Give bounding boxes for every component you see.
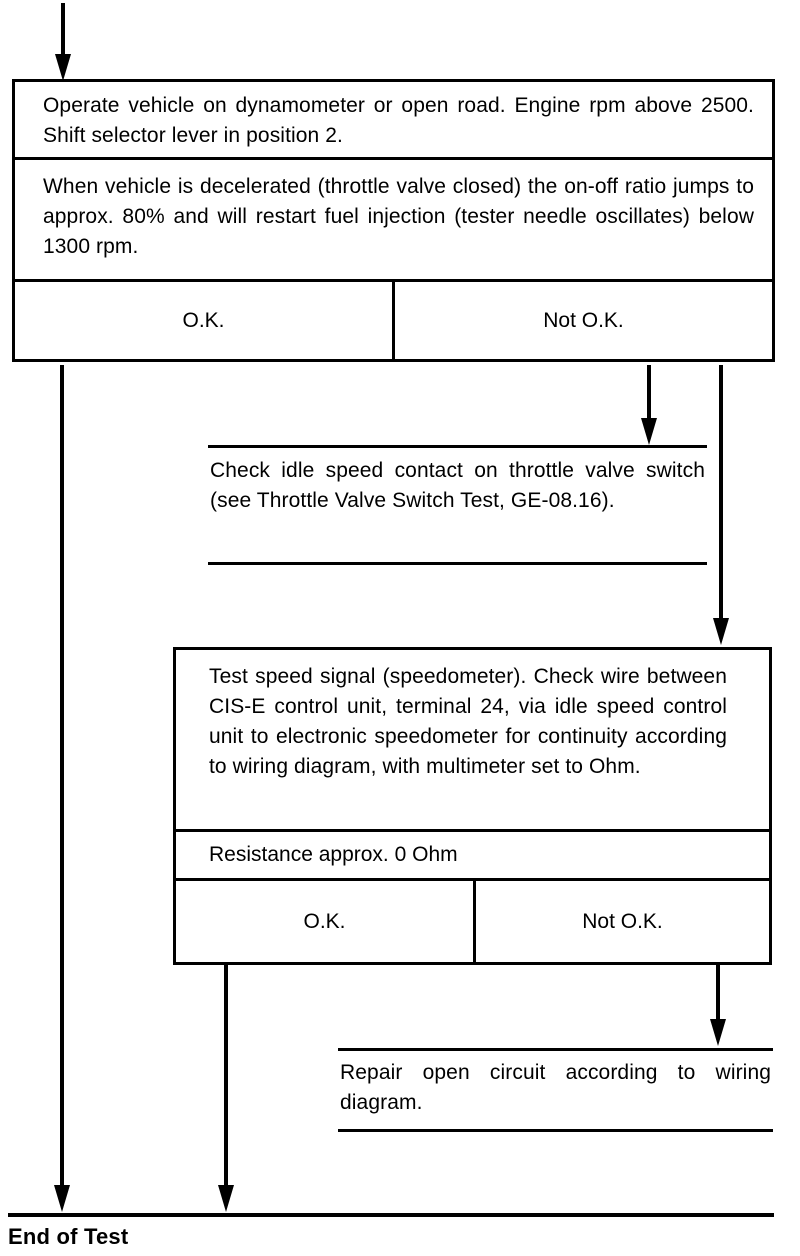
decision-row: O.K. Not O.K.: [176, 881, 769, 962]
down-arrow-icon-entry: [55, 3, 71, 81]
end-of-test-rule: [8, 1213, 774, 1217]
resistance-spec: Resistance approx. 0 Ohm: [176, 832, 769, 881]
step-operate-vehicle: Operate vehicle on dynamometer or open r…: [15, 82, 772, 160]
end-of-test-label: End of Test: [8, 1224, 129, 1249]
ok-cell-1: O.K.: [15, 282, 395, 359]
down-arrow-icon-notok1-to-check: [641, 365, 657, 445]
step-test-speed-signal: Test speed signal (speedometer). Check w…: [176, 650, 769, 832]
step-repair-open-circuit: Repair open circuit according to wiring …: [338, 1048, 773, 1132]
down-arrow-icon-ok2-to-end: [218, 965, 234, 1212]
decision-row: O.K. Not O.K.: [15, 282, 772, 359]
step-check-idle-speed-contact: Check idle speed contact on throttle val…: [208, 445, 707, 565]
decision-table-deceleration: Operate vehicle on dynamometer or open r…: [12, 79, 775, 362]
down-arrow-icon-ok1-to-end: [54, 365, 70, 1212]
down-arrow-icon-notok1-to-test: [713, 365, 729, 645]
step-deceleration-check: When vehicle is decelerated (throttle va…: [15, 160, 772, 282]
down-arrow-icon-notok2-to-repair: [710, 965, 726, 1046]
ok-cell-2: O.K.: [176, 881, 476, 962]
not-ok-cell-1: Not O.K.: [543, 308, 624, 332]
not-ok-cell-2: Not O.K.: [582, 909, 663, 933]
decision-table-speed-signal: Test speed signal (speedometer). Check w…: [173, 647, 772, 965]
